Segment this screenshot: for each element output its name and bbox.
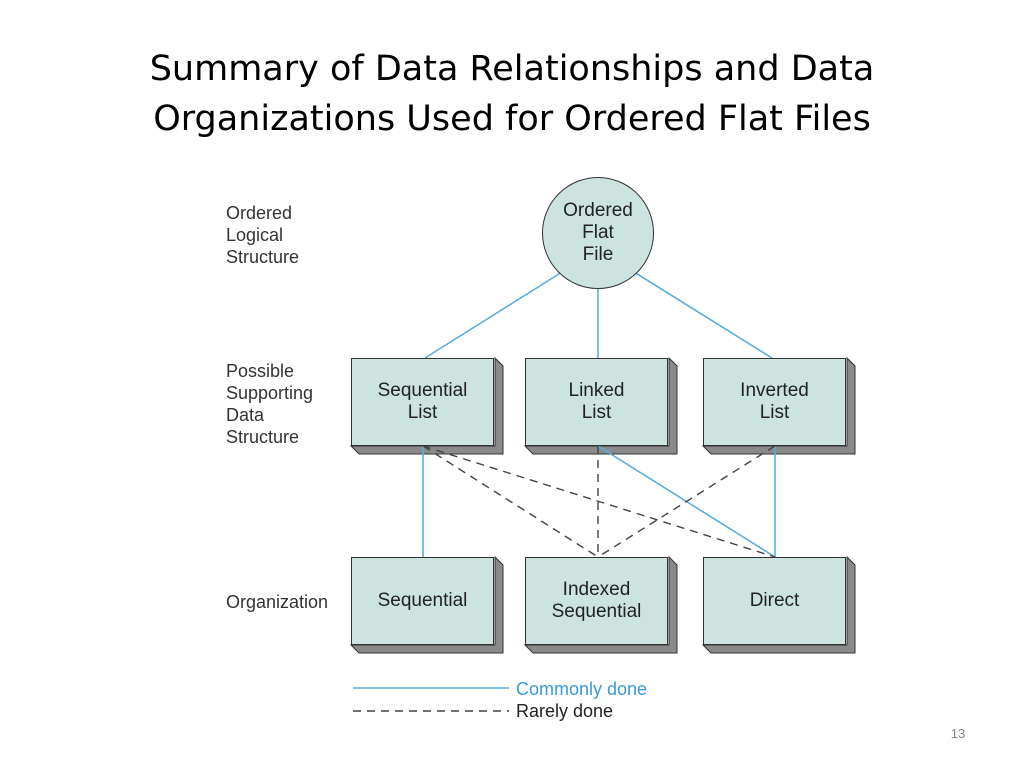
node-label-line: Sequential [377,380,468,401]
node-label-line: Sequential [551,601,642,622]
node-inverted-list: Inverted List [703,358,846,446]
node-sequential-list: Sequential List [351,358,494,446]
slide-title: Summary of Data Relationships and Data O… [40,44,984,144]
node-label-line: List [759,402,790,423]
node-direct-label: Direct [750,590,800,612]
box-shadow-sequential [349,555,504,654]
row-label-supporting-data-structure: Possible Supporting Data Structure [226,360,313,448]
edge-sequential-list-to-indexed-sequential [422,445,599,558]
box-shadow-direct [701,555,856,654]
slide-title-line-1: Summary of Data Relationships and Data [149,49,875,89]
row-label-supporting-line: Supporting [226,383,314,403]
node-label-line: Indexed [562,579,631,600]
page-number: 13 [950,726,966,741]
row-label-logical-structure: Ordered Logical Structure [226,202,299,268]
node-label-line: Flat [582,222,614,243]
row-label-supporting-line: Data [226,405,265,425]
legend-common-label: Commonly done [516,679,648,699]
node-label-line: File [582,244,614,265]
row-label-organization: Organization [226,592,329,612]
node-label-line: Linked [568,380,625,401]
box-shadow-linked-list [523,356,678,455]
node-direct: Direct [703,557,846,645]
row-label-supporting-line: Possible [226,361,295,381]
node-label-line: Ordered [563,200,633,221]
node-linked-list-label: Linked List [569,380,625,424]
node-ordered-flat-file: Ordered Flat File [542,177,654,289]
edge-sequential-list-to-direct [422,445,776,558]
node-indexed-sequential: Indexed Sequential [525,557,668,645]
edge-inverted-list-to-indexed-sequential [597,445,776,558]
box-shadow-inverted-list [701,356,856,455]
common-edges [422,271,776,558]
row-label-logical-line: Structure [226,247,300,267]
row-label-logical-line: Logical [226,225,284,245]
node-ordered-flat-file-label: Ordered Flat File [563,200,633,266]
node-label-line: Inverted [740,380,809,401]
box-shadows [349,356,856,654]
legend-rare-label: Rarely done [516,701,614,721]
edge-file-to-sequential-list [424,271,563,359]
box-shadow-indexed-sequential [523,555,678,654]
legend-lines [353,687,509,712]
row-label-logical-line: Ordered [226,203,293,223]
edge-file-to-inverted-list [633,271,773,359]
slide-title-line-2: Organizations Used for Ordered Flat File… [153,99,871,139]
box-shadow-sequential-list [349,356,504,455]
node-label-line: List [407,402,438,423]
node-sequential-label: Sequential [378,590,468,612]
node-sequential-list-label: Sequential List [378,380,468,424]
node-inverted-list-label: Inverted List [740,380,809,424]
rare-edges [422,445,776,558]
node-label-line: Sequential [377,590,468,611]
node-label-line: Direct [749,590,800,611]
node-label-line: List [581,402,612,423]
node-indexed-sequential-label: Indexed Sequential [552,579,642,623]
row-label-supporting-line: Structure [226,427,300,447]
node-linked-list: Linked List [525,358,668,446]
node-sequential: Sequential [351,557,494,645]
